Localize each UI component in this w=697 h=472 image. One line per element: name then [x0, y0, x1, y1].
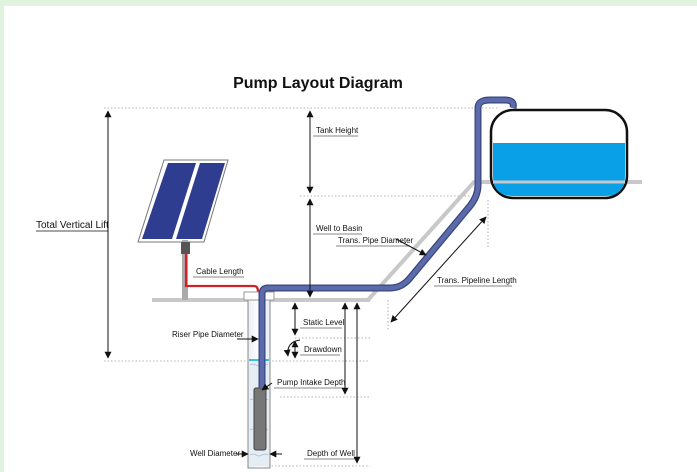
- diagram-title: Pump Layout Diagram: [233, 75, 403, 92]
- label-total-vertical-lift: Total Vertical Lift: [36, 220, 109, 231]
- label-well-to-basin: Well to Basin: [316, 224, 363, 233]
- label-static-level: Static Level: [303, 318, 345, 327]
- label-trans-pipeline-length: Trans. Pipeline Length: [437, 276, 517, 285]
- label-riser-pipe-diameter: Riser Pipe Diameter: [172, 330, 244, 339]
- label-drawdown: Drawdown: [304, 345, 342, 354]
- water-tank: [489, 108, 629, 200]
- labels: Total Vertical Lift Tank Height Well to …: [36, 126, 517, 460]
- submersible-pump: [253, 387, 267, 451]
- label-tank-height: Tank Height: [316, 126, 359, 135]
- label-well-diameter: Well Diameter: [190, 449, 240, 458]
- diagram-panel: [4, 6, 697, 472]
- label-cable-length: Cable Length: [196, 267, 244, 276]
- dimension-arrows: [104, 110, 487, 464]
- label-pump-intake-depth: Pump Intake Depth: [277, 378, 345, 387]
- solar-panel: [137, 159, 229, 300]
- drawdown-pointer: [283, 339, 301, 357]
- trans-pipe-pointer: [395, 238, 427, 256]
- label-trans-pipe-diameter: Trans. Pipe Diameter: [338, 236, 414, 245]
- pump-intake-pointer: [261, 382, 273, 391]
- controller-box: [181, 242, 190, 254]
- water-pipe: [259, 97, 516, 388]
- pipeline-length-arrow: [390, 216, 487, 323]
- label-depth-of-well: Depth of Well: [307, 449, 355, 458]
